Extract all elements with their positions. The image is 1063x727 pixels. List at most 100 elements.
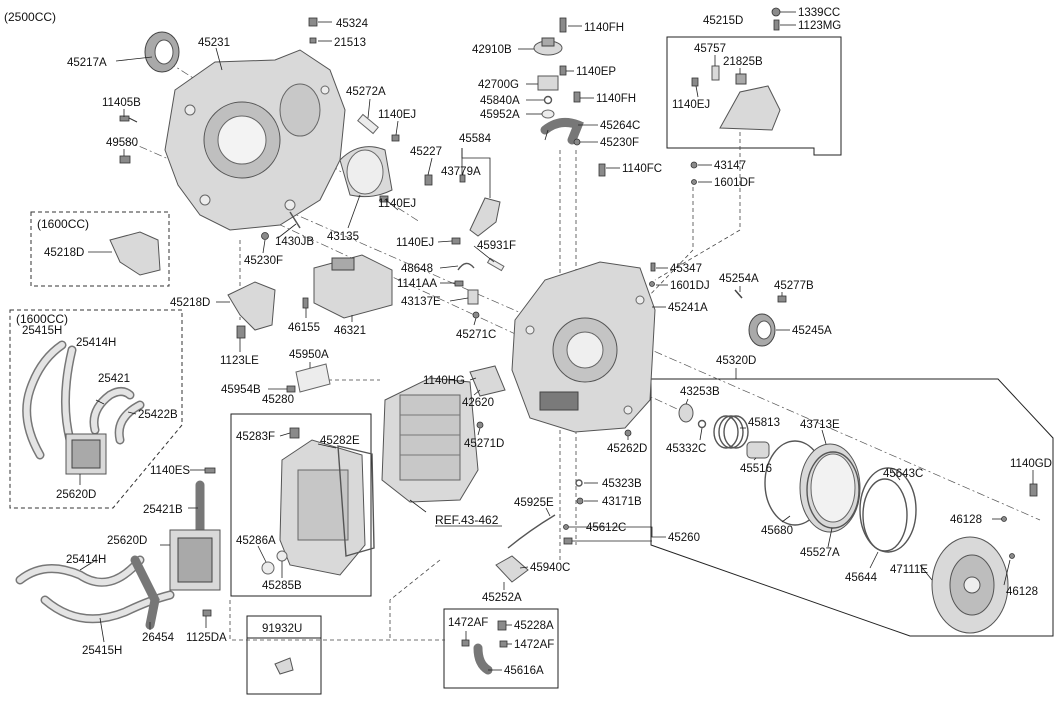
- label-46321: 46321: [334, 325, 366, 337]
- label-45954B: 45954B: [221, 384, 261, 396]
- clutch-drum-43713E: [799, 443, 861, 533]
- label-1140FH-a: 1140FH: [584, 22, 624, 34]
- label-45283F: 45283F: [236, 431, 275, 443]
- bolt-45228A: [497, 620, 507, 631]
- label-45282E: 45282E: [320, 435, 360, 447]
- leader-45925E: [545, 507, 551, 517]
- bolt-1123MG: [773, 19, 780, 31]
- bolt-45277B: [777, 295, 787, 303]
- label-25421: 25421: [98, 373, 130, 385]
- hose-25421-1600cc: [89, 387, 135, 435]
- plug-43147: [690, 161, 698, 169]
- leader-45931F: [473, 245, 495, 263]
- gasket-45282E: [337, 445, 375, 557]
- bolt-1339CC: [771, 7, 781, 17]
- hose-25414H-1600cc: [61, 345, 77, 445]
- label-45218D-b: 45218D: [170, 297, 210, 309]
- label-45264C: 45264C: [600, 120, 640, 132]
- leader-45227: [427, 157, 433, 176]
- bolt-1140GD: [1029, 483, 1038, 497]
- label-25421B: 25421B: [143, 504, 183, 516]
- label-45950A: 45950A: [289, 349, 329, 361]
- leader-42620: [473, 389, 481, 396]
- spring-45931F: [486, 257, 505, 272]
- leader-25414H-b: [79, 559, 97, 571]
- bolt-11405B: [119, 115, 138, 123]
- plate-45950A: [295, 363, 331, 393]
- label-45324: 45324: [336, 18, 369, 30]
- label-25414H-b: 25414H: [66, 554, 106, 566]
- label-48648: 48648: [401, 263, 433, 275]
- cap-45324: [308, 17, 318, 27]
- bolt-45227: [424, 174, 433, 186]
- bolt-1472AF-b: [499, 640, 508, 648]
- clip-48648: [457, 262, 475, 271]
- bolt-45612C: [563, 524, 569, 530]
- label-1140EJ-c: 1140EJ: [396, 237, 434, 249]
- label-45612C: 45612C: [586, 522, 626, 534]
- label-25415H-a: 25415H: [22, 325, 62, 337]
- leader-ref: [409, 499, 427, 513]
- label-45217A: 45217A: [67, 57, 107, 69]
- leader-1430JB: [277, 223, 297, 239]
- label-1140GD: 1140GD: [1010, 458, 1052, 470]
- bracket-45218D: [227, 281, 276, 331]
- fitting-26454: [130, 555, 160, 630]
- guide-43137E: [467, 289, 479, 305]
- label-1140EP: 1140EP: [576, 66, 616, 78]
- pin-45347: [650, 262, 656, 272]
- label-45228A: 45228A: [514, 620, 554, 632]
- leader-25422B: [127, 411, 137, 415]
- group-label-1600cc-upper: (1600CC): [37, 217, 89, 231]
- leader-25421: [95, 399, 105, 405]
- bolt-1123LE: [236, 325, 246, 339]
- label-11405B: 11405B: [102, 97, 141, 109]
- label-46128-a: 46128: [950, 514, 982, 526]
- leader-45271C: [473, 317, 477, 326]
- bolt-49580: [119, 155, 131, 164]
- label-45643C: 45643C: [883, 468, 923, 480]
- label-45260: 45260: [668, 532, 700, 544]
- leader-45286A: [257, 545, 267, 563]
- label-91932U: 91932U: [262, 623, 302, 635]
- nut-21825B: [735, 73, 747, 85]
- label-25620D-b: 25620D: [107, 535, 147, 547]
- alignment-mount: [654, 125, 741, 281]
- leader-45230F-a: [262, 239, 266, 254]
- variant-heading: (2500CC): [4, 10, 56, 24]
- pin-43171B: [576, 497, 584, 505]
- label-21513: 21513: [334, 37, 366, 49]
- bolt-45260: [563, 537, 573, 545]
- leader-45264C-part: [544, 129, 549, 141]
- label-45285B: 45285B: [262, 580, 302, 592]
- group-label-1600cc-lower: (1600CC): [16, 312, 68, 326]
- label-43135: 43135: [327, 231, 359, 243]
- label-45280: 45280: [262, 394, 294, 406]
- mount-bracket-frame: [666, 36, 842, 156]
- label-46128-b: 46128: [1006, 586, 1038, 598]
- label-45215D: 45215D: [703, 15, 743, 27]
- label-25422B: 25422B: [138, 409, 178, 421]
- label-45320D: 45320D: [716, 355, 756, 367]
- label-1141AA: 1141AA: [397, 278, 437, 290]
- mount-bracket-45215D: [719, 85, 781, 131]
- bolt-1140EJ-a: [391, 134, 400, 142]
- label-45931F: 45931F: [477, 240, 516, 252]
- leader-46128-b: [1003, 559, 1011, 586]
- label-45286A: 45286A: [236, 535, 276, 547]
- label-45332C: 45332C: [666, 443, 706, 455]
- bolt-1141AA: [454, 280, 464, 287]
- plug-45230F-b: [573, 138, 581, 146]
- oring-45323B: [575, 479, 583, 487]
- leader-25415H-b: [99, 617, 105, 643]
- label-43713E: 43713E: [800, 419, 840, 431]
- alignment-1601DF: [644, 180, 694, 301]
- pin-45254A: [734, 289, 743, 299]
- sensor-42700G: [537, 75, 559, 91]
- label-25415H-b: 25415H: [82, 645, 122, 657]
- label-45227: 45227: [410, 146, 442, 158]
- seal-45217A: [144, 31, 180, 73]
- leader-45516: [753, 457, 757, 461]
- leader-45332C: [699, 427, 703, 441]
